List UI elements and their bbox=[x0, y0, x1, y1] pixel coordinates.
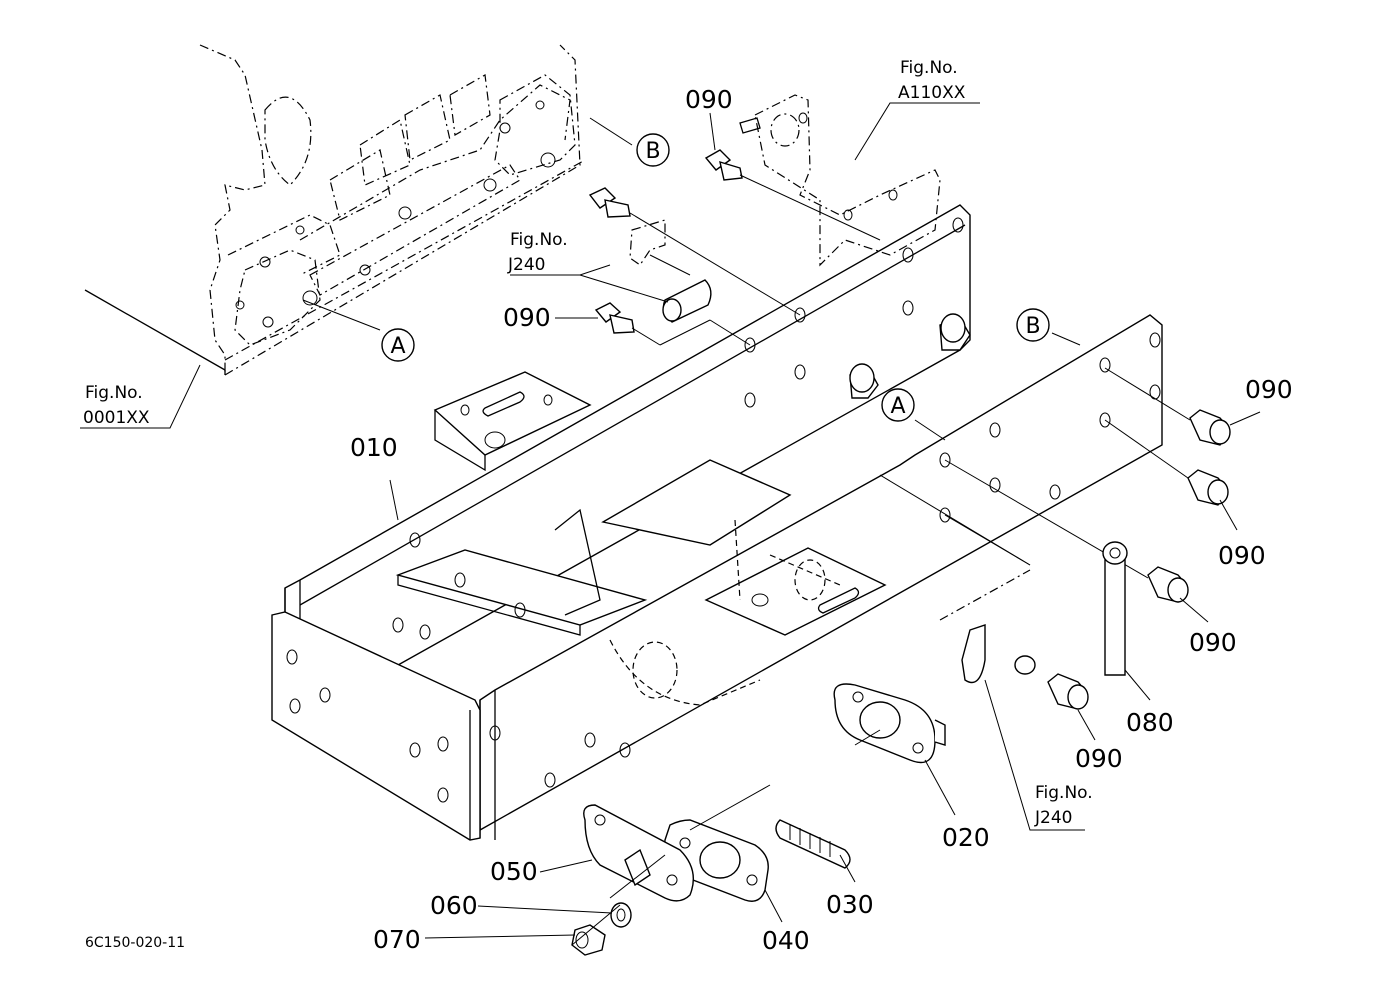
fig-ref-j240-bottom[interactable]: Fig.No. J240 bbox=[1034, 783, 1093, 828]
bolt-090-mid bbox=[594, 302, 751, 346]
drawing-code: 6C150-020-11 bbox=[85, 935, 185, 951]
leader-lines bbox=[80, 102, 1261, 946]
stud-030 bbox=[775, 819, 851, 869]
fig-ref-j240-top-title: Fig.No. bbox=[510, 230, 568, 250]
fig-ref-j240-bottom-code[interactable]: J240 bbox=[1034, 808, 1072, 828]
part-label-060[interactable]: 060 bbox=[430, 891, 478, 920]
bolt-090-right2 bbox=[1104, 419, 1229, 506]
ground-strap-080 bbox=[1102, 541, 1128, 676]
part-label-090-right2[interactable]: 090 bbox=[1218, 541, 1266, 570]
engine-block-reference bbox=[84, 44, 586, 376]
callout-a-frame-label: A bbox=[890, 394, 905, 419]
bolt-top-center bbox=[588, 187, 801, 316]
part-label-080[interactable]: 080 bbox=[1126, 708, 1174, 737]
part-label-090-bottom[interactable]: 090 bbox=[1075, 744, 1123, 773]
fig-ref-a110-code[interactable]: A110XX bbox=[898, 83, 966, 103]
callout-b-top-label: B bbox=[645, 139, 660, 164]
part-label-070[interactable]: 070 bbox=[373, 925, 421, 954]
frame-holes bbox=[286, 217, 1161, 803]
clamp-j240-top bbox=[629, 219, 712, 323]
bracket-a110-reference bbox=[739, 94, 941, 267]
bolt-090-bottom bbox=[1047, 673, 1089, 710]
part-label-010[interactable]: 010 bbox=[350, 433, 398, 462]
fig-ref-j240-top-code[interactable]: J240 bbox=[507, 255, 545, 275]
plate-050 bbox=[583, 804, 694, 902]
lock-washer-060 bbox=[610, 902, 632, 928]
flange-020 bbox=[833, 683, 946, 764]
callout-a-engine: A bbox=[381, 328, 415, 362]
callout-a-engine-label: A bbox=[390, 334, 405, 359]
part-label-090-top[interactable]: 090 bbox=[685, 85, 733, 114]
callout-b-frame: B bbox=[1016, 308, 1050, 342]
callout-b-top: B bbox=[636, 133, 670, 167]
part-label-090-right1[interactable]: 090 bbox=[1245, 375, 1293, 404]
bolt-090-top bbox=[704, 149, 881, 241]
clamp-j240-bottom bbox=[939, 514, 1036, 684]
part-label-020[interactable]: 020 bbox=[942, 823, 990, 852]
part-label-040[interactable]: 040 bbox=[762, 926, 810, 955]
fig-ref-a110-title: Fig.No. bbox=[900, 58, 958, 78]
fig-ref-0001-title: Fig.No. bbox=[85, 383, 143, 403]
frame-spacers bbox=[849, 313, 971, 399]
callout-b-frame-label: B bbox=[1025, 314, 1040, 339]
part-label-030[interactable]: 030 bbox=[826, 890, 874, 919]
front-frame-assembly bbox=[271, 204, 1163, 841]
fig-ref-0001-code[interactable]: 0001XX bbox=[83, 408, 150, 428]
nut-070 bbox=[571, 924, 606, 956]
fig-ref-a110[interactable]: Fig.No. A110XX bbox=[898, 58, 966, 103]
part-label-090-right3[interactable]: 090 bbox=[1189, 628, 1237, 657]
fig-ref-j240-bottom-title: Fig.No. bbox=[1035, 783, 1093, 803]
bolt-090-right1 bbox=[1104, 367, 1231, 446]
fig-ref-0001[interactable]: Fig.No. 0001XX bbox=[83, 383, 150, 428]
part-label-090-mid[interactable]: 090 bbox=[503, 303, 551, 332]
part-label-050[interactable]: 050 bbox=[490, 857, 538, 886]
callout-a-frame: A bbox=[881, 388, 915, 422]
fig-ref-j240-top[interactable]: Fig.No. J240 bbox=[507, 230, 568, 275]
